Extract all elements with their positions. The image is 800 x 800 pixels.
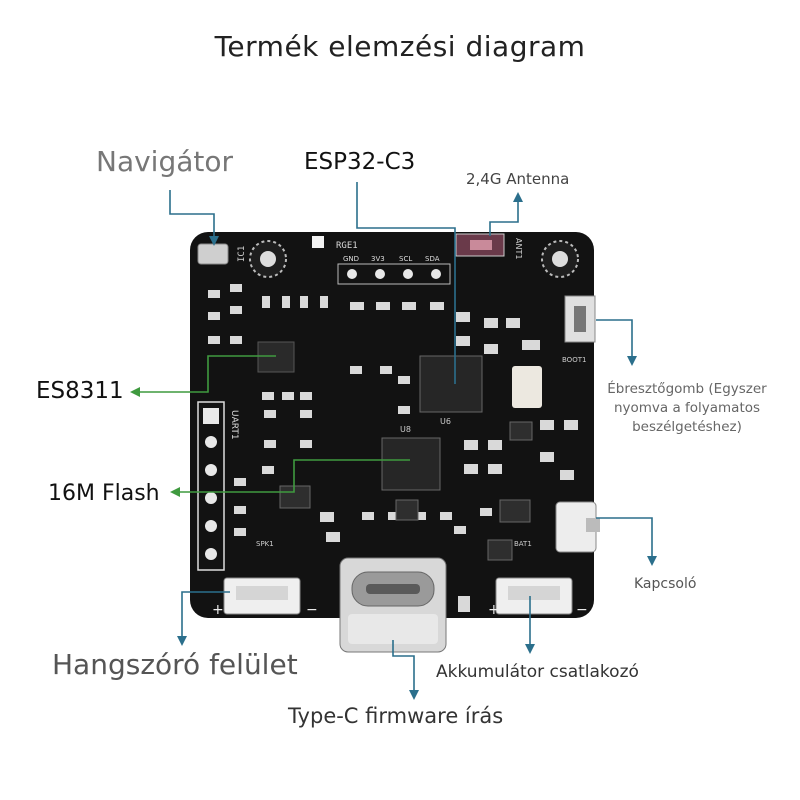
page-title: Termék elemzési diagram [214, 30, 586, 63]
leader-flash [178, 459, 410, 493]
arrow-typec [409, 690, 419, 700]
silk-3v3: 3V3 [371, 255, 385, 263]
silk-boot1: BOOT1 [562, 356, 586, 364]
usb-typec-port [339, 557, 447, 653]
silk-uart1: UART1 [229, 410, 239, 440]
power-switch [555, 501, 600, 553]
battery-connector [495, 577, 573, 615]
leader-es8311 [138, 355, 276, 393]
label-speaker: Hangszóró felület [52, 648, 298, 681]
leader-navigator [169, 190, 215, 244]
label-wake: Ébresztőgomb (Egyszer nyomva a folyamato… [598, 380, 776, 437]
es8311-chip [257, 341, 295, 373]
i2c-header: GND 3V3 SCL SDA [337, 255, 451, 285]
silk-rge1: RGE1 [336, 241, 358, 251]
silk-bat-minus: − [576, 602, 588, 618]
silk-gnd: GND [343, 255, 359, 263]
white-component [512, 366, 542, 408]
leader-speaker [181, 591, 230, 642]
arrow-navigator [209, 236, 219, 246]
label-wake-line2: nyomva a folyamatos [613, 400, 761, 416]
mounting-hole-top-left [249, 240, 287, 278]
label-antenna: 2,4G Antenna [466, 170, 570, 188]
flash-chip [381, 437, 441, 491]
label-esp32: ESP32-C3 [304, 149, 416, 175]
pcb-board: IC1 RGE1 GND 3V3 SCL SDA ANT1 U6 U8 [190, 232, 600, 618]
label-battery: Akkumulátor csatlakozó [436, 662, 639, 682]
silk-bat1: BAT1 [514, 540, 532, 548]
speaker-connector [223, 577, 301, 615]
leader-esp32 [356, 182, 456, 384]
label-flash: 16M Flash [48, 481, 160, 506]
label-wake-line3: beszélgetéshez) [632, 419, 742, 435]
leader-lines [130, 182, 657, 700]
label-navigator: Navigátor [96, 145, 234, 178]
silk-bat-plus: + [488, 602, 500, 618]
microphone-component [197, 243, 229, 265]
silk-spk-plus: + [212, 602, 224, 618]
arrow-flash [170, 487, 180, 497]
arrow-battery [525, 644, 535, 654]
leader-switch [596, 517, 653, 560]
uart-header [197, 401, 225, 571]
arrow-antenna [513, 192, 523, 202]
label-es8311: ES8311 [36, 378, 124, 404]
leader-typec [392, 640, 415, 694]
silk-u6: U6 [440, 417, 451, 426]
mounting-hole-top-right [541, 240, 579, 278]
arrow-switch [647, 556, 657, 566]
arrow-wake [627, 356, 637, 366]
esp32-chip [419, 355, 483, 413]
boot-button [564, 295, 596, 343]
label-typec: Type-C firmware írás [288, 704, 504, 728]
arrow-es8311 [130, 387, 140, 397]
silk-u8: U8 [400, 425, 411, 434]
silk-ant1: ANT1 [514, 238, 523, 259]
leader-antenna [489, 198, 519, 236]
silk-spk1: SPK1 [256, 540, 274, 548]
label-switch: Kapcsoló [634, 576, 697, 592]
silk-scl: SCL [399, 255, 412, 263]
silk-ic1: IC1 [237, 246, 247, 262]
silk-sda: SDA [425, 255, 440, 263]
silk-spk-minus: − [306, 602, 318, 618]
rgb-led [312, 236, 324, 248]
smd-components [208, 284, 578, 612]
label-wake-line1: Ébresztőgomb (Egyszer [607, 381, 767, 397]
antenna-component [455, 233, 505, 257]
arrow-speaker [177, 636, 187, 646]
dark-ic-parts [279, 421, 533, 561]
leader-wake [596, 319, 633, 360]
